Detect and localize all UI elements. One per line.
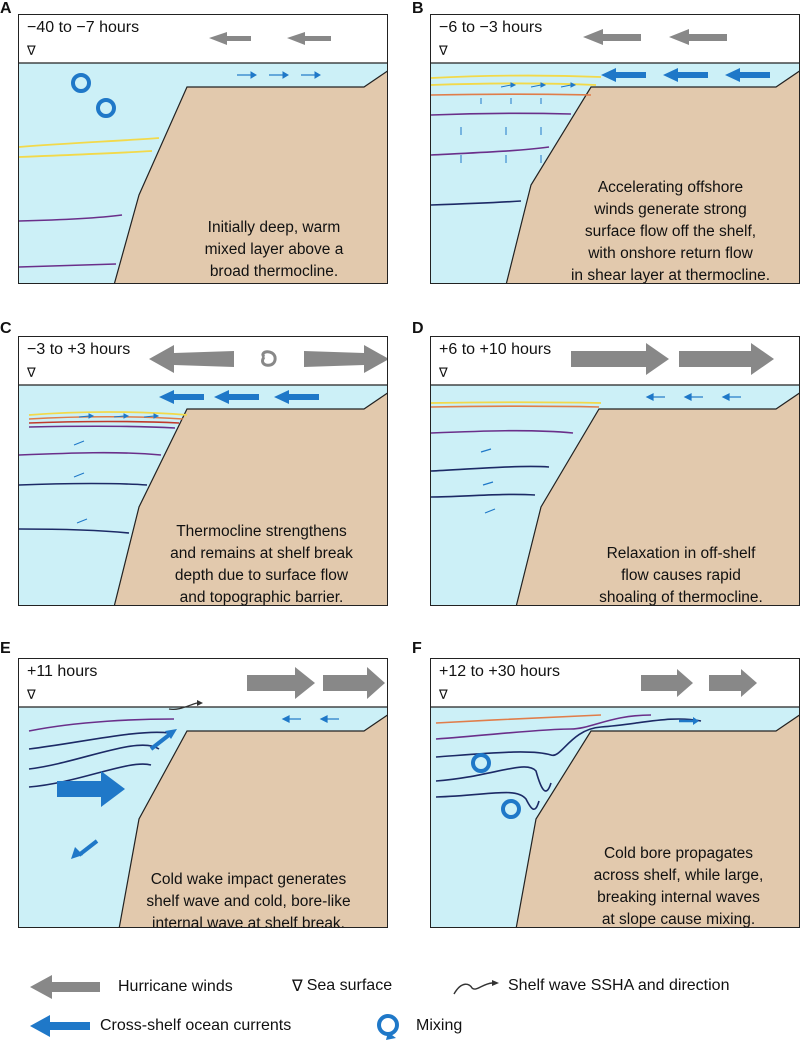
- panel-d-diagram: [431, 343, 799, 605]
- panel-b-time: −6 to −3 hours: [439, 19, 543, 36]
- panel-a-time: −40 to −7 hours: [27, 19, 140, 36]
- panel-c-time: −3 to +3 hours: [27, 341, 131, 358]
- panel-e-diagram: [19, 667, 387, 927]
- legend-mixing: Mixing: [372, 1010, 462, 1042]
- legend-currents-label: Cross-shelf ocean currents: [100, 1017, 292, 1034]
- legend-currents: Cross-shelf ocean currents: [28, 1012, 291, 1040]
- panel-f-time: +12 to +30 hours: [439, 663, 560, 680]
- panel-label-b: B: [412, 0, 424, 17]
- panel-f-diagram: [431, 669, 799, 927]
- panel-label-f: F: [412, 640, 422, 657]
- sea-surface-icon: ∇: [292, 978, 303, 995]
- panel-label-e: E: [0, 640, 11, 657]
- legend-hurricane-winds: Hurricane winds: [28, 972, 233, 1002]
- sea-surface-icon: ∇: [27, 687, 36, 702]
- panel-c-diagram: [19, 345, 387, 605]
- panel-e-time: +11 hours: [27, 663, 98, 680]
- legend-sea-surface-label: Sea surface: [306, 977, 393, 994]
- wind-arrow-icon: [30, 975, 100, 999]
- panel-label-d: D: [412, 320, 424, 337]
- legend-hurricane-label: Hurricane winds: [118, 978, 233, 995]
- legend-shelf-wave: Shelf wave SSHA and direction: [452, 974, 729, 998]
- legend-shelf-wave-label: Shelf wave SSHA and direction: [508, 977, 730, 994]
- sea-surface-icon: ∇: [439, 687, 448, 702]
- legend-mixing-label: Mixing: [416, 1017, 463, 1034]
- legend-sea-surface: ∇ Sea surface: [292, 976, 392, 996]
- mixing-icon: [377, 1014, 399, 1040]
- current-arrow-icon: [30, 1015, 90, 1037]
- panel-c: −3 to +3 hours ∇ Thermocline strengthens…: [18, 336, 388, 606]
- sea-surface-icon: ∇: [439, 365, 448, 380]
- sea-surface-icon: ∇: [27, 365, 36, 380]
- panel-d-time: +6 to +10 hours: [439, 341, 552, 358]
- sea-surface-icon: ∇: [27, 43, 36, 58]
- shelf-wave-icon: [453, 980, 499, 995]
- panel-label-a: A: [0, 0, 12, 17]
- sea-surface-icon: ∇: [439, 43, 448, 58]
- panel-label-c: C: [0, 320, 12, 337]
- panel-b-diagram: [431, 29, 799, 283]
- panel-d: +6 to +10 hours ∇ Relaxation in off-shel…: [430, 336, 800, 606]
- panel-a-diagram: [19, 32, 387, 283]
